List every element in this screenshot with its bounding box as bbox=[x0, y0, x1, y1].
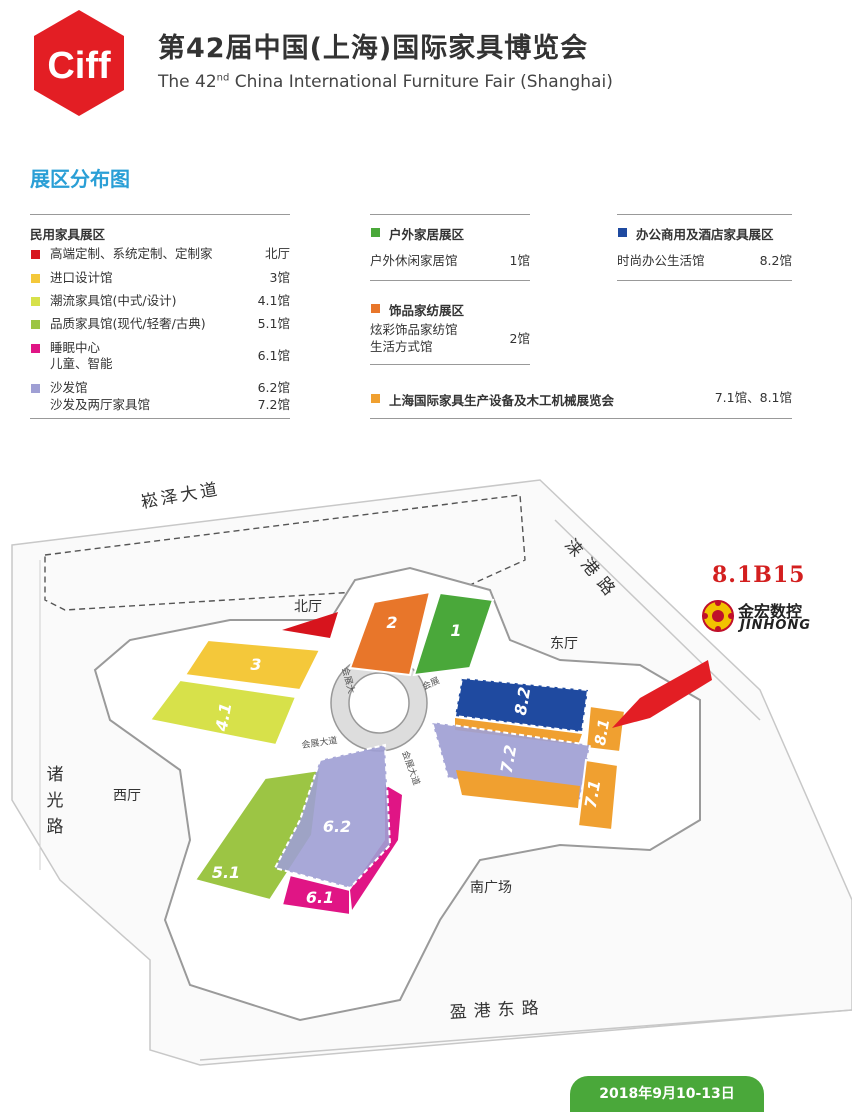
legend-item-hall: 8.2馆 bbox=[759, 253, 792, 268]
event-date-badge: 2018年9月10-13日 bbox=[570, 1076, 764, 1112]
hall-6-1-label: 6.1 bbox=[306, 888, 334, 907]
logo-text: Ciff bbox=[47, 45, 111, 87]
section-title: 展区分布图 bbox=[30, 167, 130, 191]
legend-item-hall-2: 7.2馆 bbox=[257, 397, 290, 412]
divider bbox=[370, 280, 530, 281]
legend-item-label: 户外休闲家居馆 bbox=[370, 253, 458, 268]
divider bbox=[617, 280, 792, 281]
legend-item-label: 进口设计馆 bbox=[50, 270, 113, 285]
brand-name-cn: 金宏数控 bbox=[738, 602, 803, 621]
legend-item-hall: 5.1馆 bbox=[257, 316, 290, 331]
legend-item-label: 高端定制、系统定制、定制家 bbox=[50, 246, 213, 261]
hall-2-block bbox=[348, 590, 432, 677]
road-north-label: 崧泽大道 bbox=[139, 479, 221, 513]
hall-8-1-label: 8.1 bbox=[591, 717, 613, 746]
legend-group-machinery-title: 上海国际家具生产设备及木工机械展览会 bbox=[389, 393, 615, 408]
hall-2-label: 2 bbox=[386, 613, 397, 632]
west-hall-label: 西厅 bbox=[113, 788, 141, 804]
ciff-logo: Ciff bbox=[34, 10, 124, 116]
legend-item-label: 品质家具馆(现代/轻奢/古典) bbox=[50, 316, 206, 331]
legend-swatch bbox=[31, 274, 40, 283]
south-plaza-label: 南广场 bbox=[470, 880, 512, 896]
booth-pointer-arrow bbox=[612, 660, 712, 728]
hall-7-2-orange-band bbox=[456, 770, 580, 808]
hall-3-label: 3 bbox=[250, 655, 261, 674]
brand-name-en: JINHONG bbox=[740, 618, 812, 633]
legend-item-label-2: 沙发及两厅家具馆 bbox=[50, 397, 151, 412]
hall-5-1-label: 5.1 bbox=[212, 863, 240, 882]
venue-map: 2 1 3 4.1 5.1 6.1 6.2 8.2 8.1 7.2 7.1 会展… bbox=[11, 479, 852, 1066]
divider bbox=[30, 214, 290, 215]
legend-item-hall: 6.1馆 bbox=[257, 348, 290, 363]
east-hall-label: 东厅 bbox=[550, 636, 578, 652]
hall-1-block bbox=[412, 591, 495, 677]
legend-item-label: 炫彩饰品家纺馆 bbox=[370, 322, 458, 337]
legend-item-hall: 7.1馆、8.1馆 bbox=[714, 390, 792, 405]
divider bbox=[370, 214, 530, 215]
divider bbox=[370, 418, 792, 419]
hall-6-2-block bbox=[273, 743, 392, 890]
hall-8-2-block bbox=[453, 676, 590, 734]
divider bbox=[30, 418, 290, 419]
hall-7-1-block bbox=[576, 758, 620, 832]
hall-7-1-label: 7.1 bbox=[581, 778, 605, 809]
hall-8-1-block bbox=[584, 704, 627, 754]
booth-number: 8.1B15 bbox=[712, 562, 806, 588]
legend-item-label: 睡眠中心 bbox=[50, 340, 101, 355]
legend-item-label-2: 儿童、智能 bbox=[50, 356, 113, 371]
hall-6-2-label: 6.2 bbox=[323, 817, 351, 836]
legend-item-hall: 1馆 bbox=[509, 253, 530, 268]
legend-group-home-title: 民用家具展区 bbox=[30, 227, 106, 242]
central-plaza-core bbox=[348, 672, 410, 734]
hall-1-label: 1 bbox=[450, 621, 461, 640]
hall-3-block bbox=[183, 638, 322, 692]
legend-item-hall: 4.1馆 bbox=[257, 293, 290, 308]
hall-8-2-label: 8.2 bbox=[511, 685, 535, 716]
legend-swatch bbox=[371, 228, 380, 237]
legend-group-outdoor-title: 户外家居展区 bbox=[389, 227, 465, 242]
legend-item-hall: 3馆 bbox=[269, 270, 290, 285]
road-edge bbox=[554, 519, 761, 721]
north-hall-block bbox=[282, 612, 338, 638]
legend-item-label-2: 生活方式馆 bbox=[370, 339, 433, 354]
divider bbox=[370, 364, 530, 365]
legend-item-label: 时尚办公生活馆 bbox=[617, 253, 705, 268]
legend-item-label: 沙发馆 bbox=[50, 380, 88, 395]
hall-8-2-orange-band bbox=[455, 718, 582, 745]
road-edge bbox=[199, 1009, 852, 1061]
legend-item-hall: 北厅 bbox=[264, 246, 290, 261]
legend-item-label: 潮流家具馆(中式/设计) bbox=[50, 293, 177, 308]
road-west-label: 诸光路 bbox=[47, 765, 64, 837]
fair-title-cn: 第42届中国(上海)国际家具博览会 bbox=[158, 33, 589, 64]
jinhong-logo-icon bbox=[702, 600, 734, 632]
hall-6-1-block bbox=[280, 873, 351, 917]
hall-7-2-label: 7.2 bbox=[497, 743, 521, 774]
hall-4-1-block bbox=[148, 678, 298, 747]
legend-swatch bbox=[31, 250, 40, 259]
legend-item-hall: 6.2馆 bbox=[257, 380, 290, 395]
legend-swatch bbox=[31, 384, 40, 393]
legend-swatch bbox=[618, 228, 627, 237]
divider bbox=[617, 214, 792, 215]
hall-4-1-label: 4.1 bbox=[212, 701, 236, 733]
legend-swatch bbox=[31, 344, 40, 353]
legend-swatch bbox=[31, 297, 40, 306]
legend-group-decor-title: 饰品家纺展区 bbox=[389, 303, 465, 318]
legend-swatch bbox=[31, 320, 40, 329]
legend-swatch bbox=[371, 394, 380, 403]
legend-group-office-title: 办公商用及酒店家具展区 bbox=[636, 227, 774, 242]
north-hall-label: 北厅 bbox=[294, 599, 322, 615]
fair-title-en: The 42nd China International Furniture F… bbox=[158, 72, 613, 92]
legend-item-hall: 2馆 bbox=[509, 331, 530, 346]
legend-swatch bbox=[371, 304, 380, 313]
